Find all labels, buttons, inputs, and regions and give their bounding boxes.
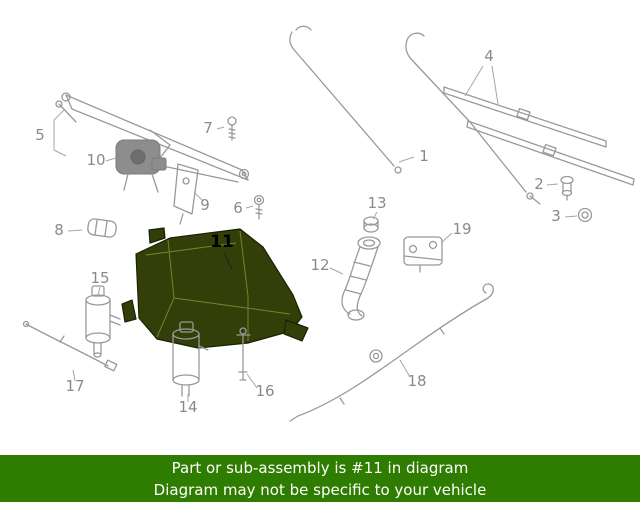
callout-2: 2 xyxy=(534,175,544,193)
washer-hose-part-18 xyxy=(289,283,494,422)
callout-10: 10 xyxy=(86,151,105,169)
callout-8: 8 xyxy=(54,221,64,239)
callout-13: 13 xyxy=(367,194,386,212)
callout-6: 6 xyxy=(233,199,243,217)
filler-cap-part-13 xyxy=(363,216,379,233)
washer-pump-part-15 xyxy=(85,285,121,358)
wiper-linkage-part xyxy=(55,92,250,183)
pivot-grommet-part-2 xyxy=(560,175,574,201)
callout-9: 9 xyxy=(200,196,210,214)
callout-leaders xyxy=(53,65,578,402)
callout-18: 18 xyxy=(407,372,426,390)
callout-11-highlighted: 11 xyxy=(210,232,234,252)
highlight-banner: Part or sub-assembly is #11 in diagram D… xyxy=(0,455,640,502)
callout-12: 12 xyxy=(310,256,329,274)
grommet-part-8 xyxy=(87,218,117,238)
wiper-arm-part xyxy=(289,25,541,205)
wiper-motor-part xyxy=(115,139,167,193)
wiper-blade-part xyxy=(443,86,635,186)
nut-part-3 xyxy=(577,207,593,223)
washer-hose-part-17 xyxy=(22,320,118,372)
callout-14: 14 xyxy=(178,398,197,416)
bolt-part-6 xyxy=(253,194,265,220)
banner-line-1: Part or sub-assembly is #11 in diagram xyxy=(171,458,469,477)
callout-3: 3 xyxy=(551,207,561,225)
level-sensor-part-16 xyxy=(236,327,251,381)
linkage-bracket-part xyxy=(173,163,199,225)
washer-pump-part-14 xyxy=(172,321,209,397)
filler-neck-part-12 xyxy=(341,236,381,321)
bracket-part-19 xyxy=(403,236,443,273)
washer-reservoir-part-11 xyxy=(121,227,309,349)
callout-19: 19 xyxy=(452,220,471,238)
callout-16: 16 xyxy=(255,382,274,400)
bolt-part-7 xyxy=(227,116,237,141)
parts-diagram: 1 2 3 4 5 6 7 8 9 10 11 12 13 14 15 16 1… xyxy=(22,25,635,422)
callout-4: 4 xyxy=(484,47,494,65)
callout-1: 1 xyxy=(419,147,429,165)
callout-15: 15 xyxy=(90,269,109,287)
callout-5: 5 xyxy=(35,126,45,144)
callout-7: 7 xyxy=(203,119,213,137)
callout-17: 17 xyxy=(65,377,84,395)
banner-line-2: Diagram may not be specific to your vehi… xyxy=(153,480,487,499)
